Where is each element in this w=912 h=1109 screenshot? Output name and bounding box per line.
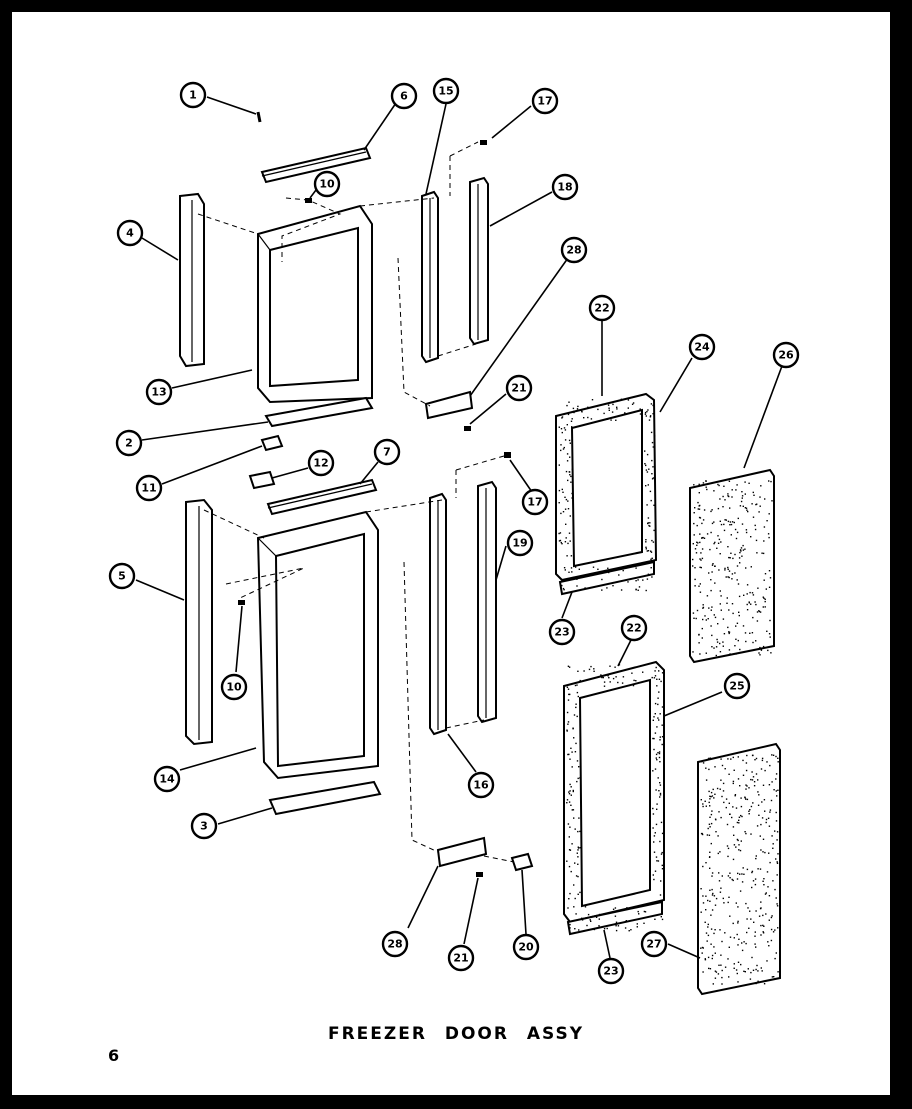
insulation-panel-part-26 — [689, 468, 775, 664]
diagram-title: FREEZER DOOR ASSY — [327, 1024, 585, 1044]
right-channel-part-16 — [429, 492, 447, 736]
callout-13: 13 — [145, 378, 173, 406]
svg-text:7: 7 — [383, 446, 391, 459]
screw-part-21-lower — [476, 872, 483, 877]
screw-part-21-upper — [464, 426, 471, 431]
plate-part-12 — [248, 470, 276, 490]
callout-3: 3 — [190, 812, 218, 840]
callout-6: 6 — [390, 82, 418, 110]
callout-23-lower: 23 — [597, 957, 625, 985]
callout-12: 12 — [307, 449, 335, 477]
callout-17-upper: 17 — [531, 87, 559, 115]
page-number: 6 — [108, 1046, 120, 1065]
hinge-bracket-part-28-lower — [436, 836, 488, 868]
callout-10-upper: 10 — [313, 170, 341, 198]
right-channel-part-15 — [421, 190, 439, 364]
svg-text:18: 18 — [557, 181, 572, 194]
plate-part-11 — [260, 434, 284, 452]
callout-21-upper: 21 — [505, 374, 533, 402]
svg-text:20: 20 — [518, 941, 534, 954]
callout-7: 7 — [373, 438, 401, 466]
callout-15: 15 — [432, 77, 460, 105]
gasket-strip-part-23-upper — [558, 560, 655, 596]
svg-text:26: 26 — [778, 349, 794, 362]
callout-23-upper: 23 — [548, 618, 576, 646]
svg-text:14: 14 — [159, 773, 175, 786]
svg-text:11: 11 — [141, 482, 156, 495]
svg-text:17: 17 — [527, 496, 542, 509]
svg-text:28: 28 — [387, 938, 402, 951]
foam-texture — [558, 398, 779, 985]
hinge-part-20 — [510, 852, 534, 872]
callout-28-upper: 28 — [560, 236, 588, 264]
svg-text:23: 23 — [603, 965, 618, 978]
callout-10-lower: 10 — [220, 673, 248, 701]
svg-text:25: 25 — [729, 680, 744, 693]
svg-text:12: 12 — [313, 457, 328, 470]
svg-text:24: 24 — [694, 341, 710, 354]
screw-part-1 — [256, 111, 262, 123]
callout-18: 18 — [551, 173, 579, 201]
svg-text:27: 27 — [646, 938, 661, 951]
svg-text:3: 3 — [200, 820, 208, 833]
callout-19: 19 — [506, 529, 534, 557]
right-channel-part-19 — [477, 480, 497, 724]
svg-text:21: 21 — [511, 382, 526, 395]
callout-26: 26 — [772, 341, 800, 369]
svg-text:23: 23 — [554, 626, 569, 639]
screw-part-17-upper — [480, 140, 487, 145]
svg-text:19: 19 — [512, 537, 527, 550]
svg-text:1: 1 — [189, 89, 197, 102]
left-channel-part-5 — [185, 498, 213, 746]
bottom-bracket-part-3 — [268, 780, 382, 816]
svg-text:5: 5 — [118, 570, 126, 583]
callout-1: 1 — [179, 81, 207, 109]
svg-text:15: 15 — [438, 85, 453, 98]
screw-part-17-lower — [504, 452, 511, 458]
callout-24: 24 — [688, 333, 716, 361]
svg-text:2: 2 — [125, 437, 133, 450]
svg-text:17: 17 — [537, 95, 552, 108]
screw-part-10-lower — [238, 600, 245, 605]
svg-text:4: 4 — [126, 227, 134, 240]
left-channel-part-4 — [179, 192, 205, 368]
callout-21-lower: 21 — [447, 944, 475, 972]
svg-text:6: 6 — [400, 90, 408, 103]
svg-text:10: 10 — [226, 681, 242, 694]
callout-25: 25 — [723, 672, 751, 700]
callout-5: 5 — [108, 562, 136, 590]
svg-text:13: 13 — [151, 386, 166, 399]
callout-14: 14 — [153, 765, 181, 793]
bottom-bracket-part-2 — [264, 396, 374, 428]
callout-22-lower: 22 — [620, 614, 648, 642]
gasket-strip-part-23-lower — [566, 900, 663, 936]
callout-2: 2 — [115, 429, 143, 457]
insulation-panel-part-27 — [697, 742, 781, 996]
leader-lines — [135, 96, 783, 959]
svg-text:28: 28 — [566, 244, 581, 257]
callout-28-lower: 28 — [381, 930, 409, 958]
gasket-frame-part-24 — [555, 392, 658, 582]
top-bracket-part-7 — [266, 478, 378, 516]
callout-11: 11 — [135, 474, 163, 502]
assembly-lines — [197, 141, 515, 863]
svg-text:21: 21 — [453, 952, 468, 965]
callout-17-lower: 17 — [521, 488, 549, 516]
svg-text:22: 22 — [594, 302, 609, 315]
callout-22-upper: 22 — [588, 294, 616, 322]
right-channel-part-18 — [469, 176, 489, 346]
callout-16: 16 — [467, 771, 495, 799]
gasket-frame-part-25 — [563, 660, 665, 924]
hinge-bracket-part-28-upper — [424, 390, 474, 420]
svg-text:10: 10 — [319, 178, 335, 191]
callout-27: 27 — [640, 930, 668, 958]
svg-text:16: 16 — [473, 779, 489, 792]
lower-door-frame-part-14 — [256, 510, 379, 780]
callout-20: 20 — [512, 933, 540, 961]
svg-text:22: 22 — [626, 622, 641, 635]
top-bracket-part-6 — [260, 146, 372, 184]
callout-4: 4 — [116, 219, 144, 247]
upper-door-frame-part-13 — [257, 204, 373, 404]
